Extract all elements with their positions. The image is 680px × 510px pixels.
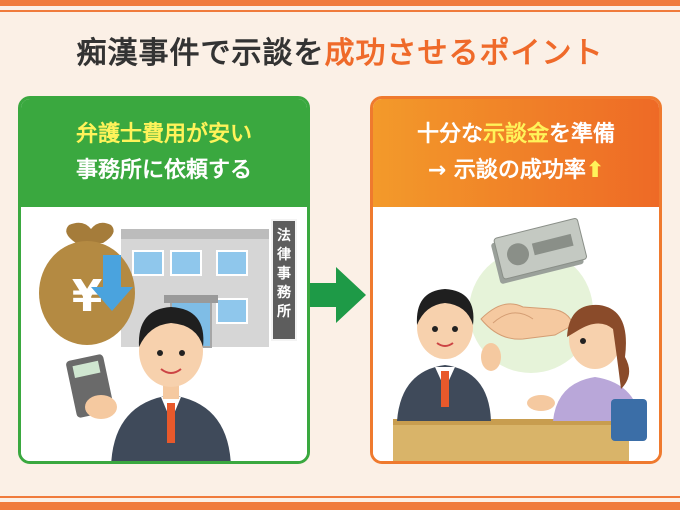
left-card-line1: 弁護士費用が安い (75, 122, 252, 147)
lawyer-character (397, 289, 501, 421)
bottom-stripe-thin (0, 496, 680, 498)
client-character (527, 304, 647, 441)
cash-bundle-icon (491, 218, 587, 284)
right-card: 十分な示談金を準備 → 示談の成功率⬆ (370, 96, 662, 464)
law-office-sign: 法律事務所 (271, 219, 297, 341)
desk (393, 419, 629, 461)
left-card-illustration: ¥ (21, 207, 307, 461)
right-card-line1: 十分な示談金を準備 (416, 122, 616, 147)
calculator-icon (66, 354, 117, 419)
right-arrow-icon (310, 265, 368, 325)
handshake-icon (480, 303, 574, 340)
top-stripe (0, 0, 680, 6)
right-card-illustration (373, 207, 659, 461)
right-card-heading: 十分な示談金を準備 → 示談の成功率⬆ (373, 99, 659, 207)
left-card: 弁護士費用が安い 事務所に依頼する ¥ (18, 96, 310, 464)
top-stripe-thin (0, 10, 680, 12)
lawyer-character (111, 307, 231, 461)
page-title: 痴漢事件で示談を成功させるポイント (76, 36, 604, 71)
up-arrow-icon: ⬆ (585, 158, 605, 183)
left-card-heading: 弁護士費用が安い 事務所に依頼する (21, 99, 307, 207)
svg-text:¥: ¥ (72, 271, 103, 322)
right-card-line2: → 示談の成功率⬆ (427, 158, 605, 183)
down-arrow-icon (91, 255, 133, 311)
left-card-line2: 事務所に依頼する (75, 158, 252, 183)
bottom-stripe (0, 502, 680, 510)
